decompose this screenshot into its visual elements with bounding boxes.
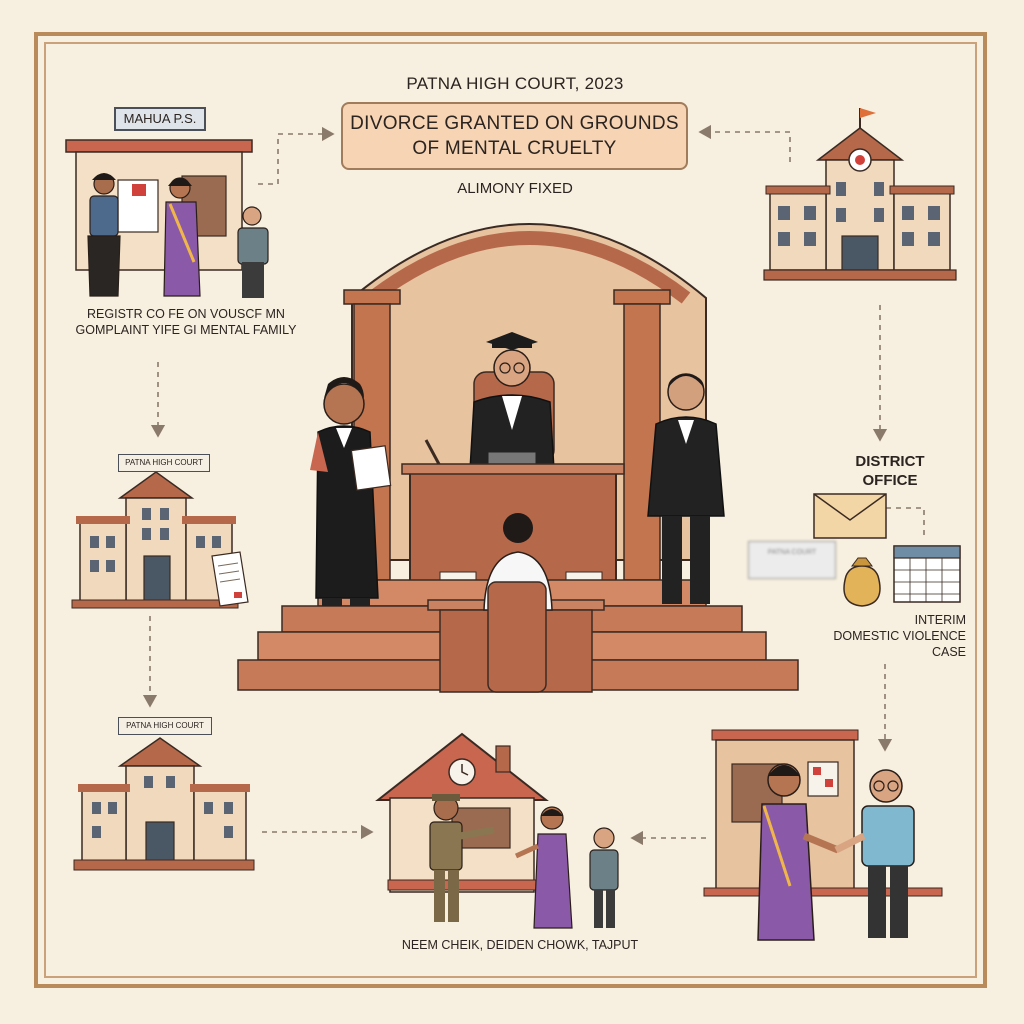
court-notice-card: PATNA COURT xyxy=(748,541,836,579)
verdict-banner: DIVORCE GRANTED ON GROUNDS OF MENTAL CRU… xyxy=(341,102,688,170)
office-handshake xyxy=(703,729,943,941)
district-office-title: DISTRICT OFFICE xyxy=(830,452,950,490)
police-caption-line-1: REGISTR CO FE ON VOUSCF MN xyxy=(87,307,285,321)
settlement-caption: NEEM CHEIK, DEIDEN CHOWK, TAJPUT xyxy=(401,938,639,952)
high-court-building xyxy=(763,108,957,281)
arrow-station-to-banner xyxy=(258,126,335,185)
police-caption-line-2: GOMPLAINT YIFE GI MENTAL FAMILY xyxy=(75,323,297,337)
district-office-items xyxy=(813,493,961,607)
district-court-building-bottom xyxy=(73,737,255,871)
district-title-line-2: OFFICE xyxy=(862,472,918,489)
settlement-home xyxy=(375,732,619,929)
arrow-hc-to-banner xyxy=(698,124,791,162)
district-caption-line-1: INTERIM xyxy=(914,613,966,627)
inner-frame xyxy=(44,42,977,978)
police-station-sign: MAHUA P.S. xyxy=(114,107,206,131)
district-office-caption: INTERIM DOMESTIC VIOLENCE CASE xyxy=(796,612,966,660)
district-caption-line-3: CASE xyxy=(931,645,966,659)
court-bottom-sign: PATNA HIGH COURT xyxy=(118,717,212,735)
banner-line-1: DIVORCE GRANTED ON GROUNDS xyxy=(350,113,679,134)
outer-frame xyxy=(34,32,987,988)
police-station xyxy=(65,139,269,298)
courtroom xyxy=(237,223,799,693)
police-station-caption: REGISTR CO FE ON VOUSCF MN GOMPLAINT YIF… xyxy=(66,306,306,338)
district-caption-line-2: DOMESTIC VIOLENCE xyxy=(833,629,966,643)
flow-arrows xyxy=(142,124,925,846)
court-title: PATNA HIGH COURT, 2023 xyxy=(406,74,624,93)
arrow-envelope-calendar xyxy=(886,507,925,540)
court-left-sign: PATNA HIGH COURT xyxy=(118,454,210,472)
district-title-line-1: DISTRICT xyxy=(855,453,925,470)
alimony-label: ALIMONY FIXED xyxy=(457,180,573,197)
district-court-building-left xyxy=(71,471,249,609)
banner-line-2: OF MENTAL CRUELTY xyxy=(412,138,617,159)
